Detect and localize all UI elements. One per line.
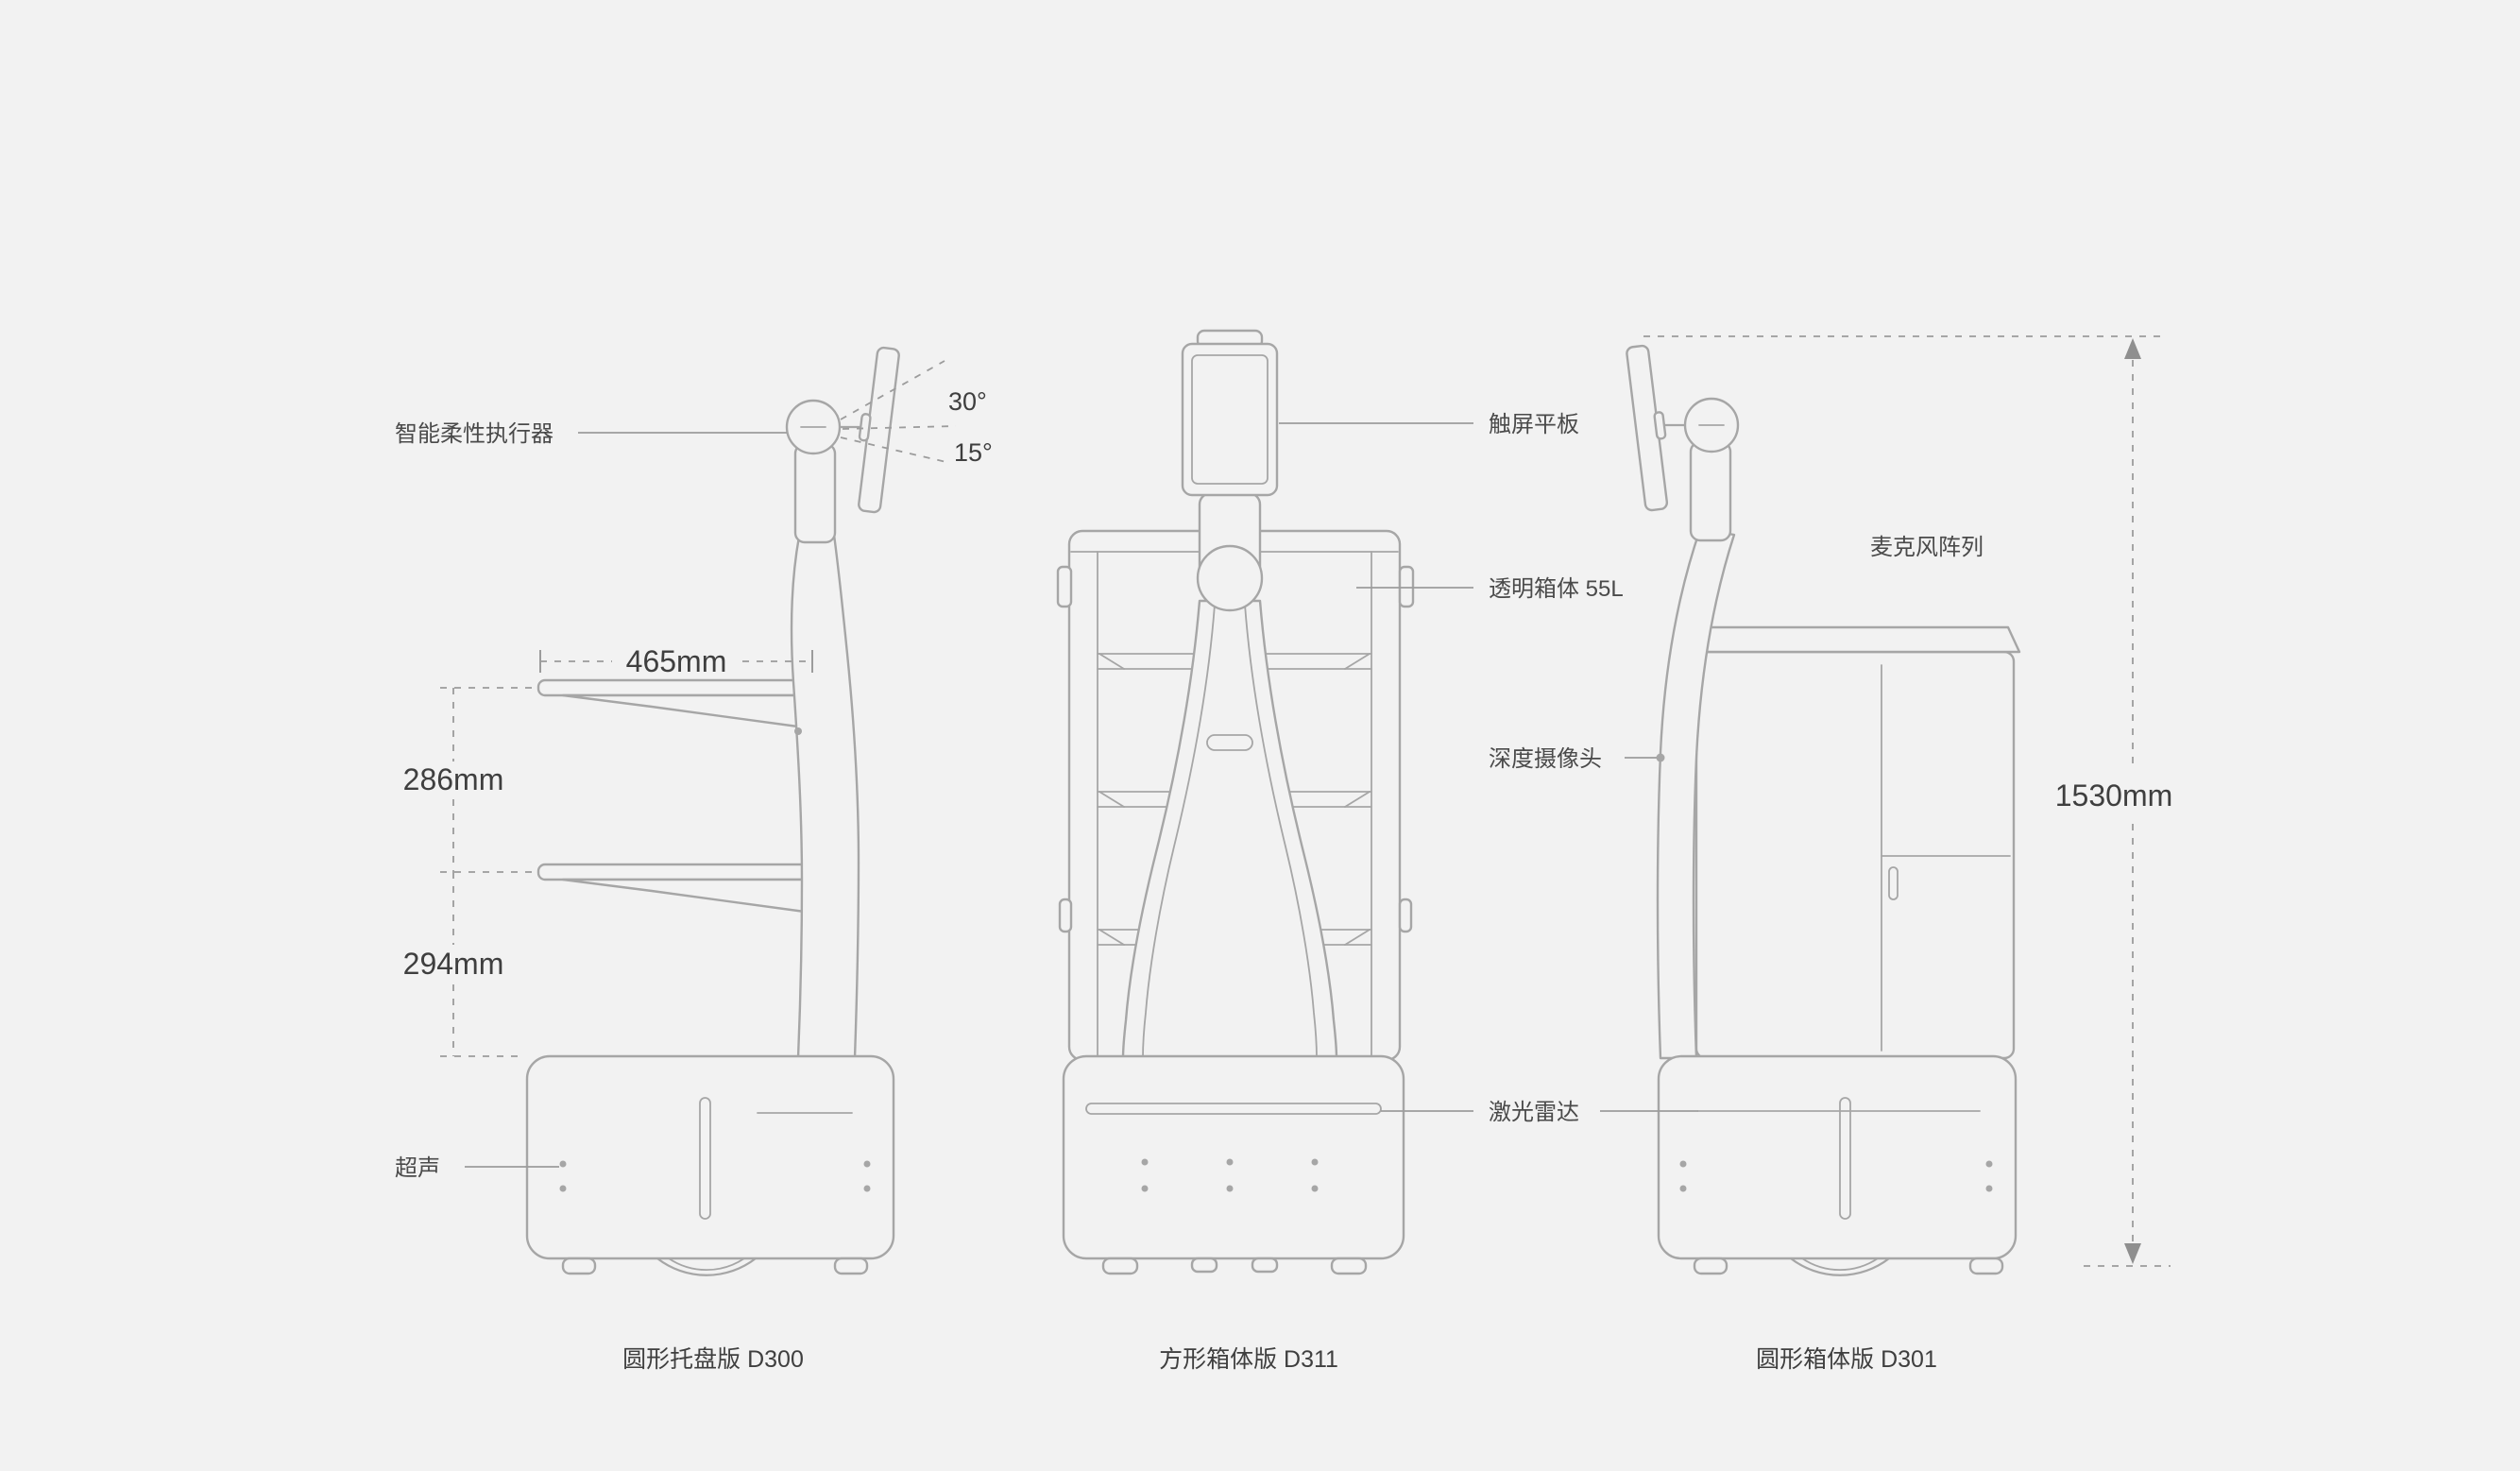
ultrasonic-sensor-dot [863,1185,871,1192]
neck-joint [1196,544,1264,612]
arrow-down [2124,1243,2141,1264]
cabinet-tab [1398,565,1415,608]
label-width-465: 465mm [626,644,727,678]
drive-wheel [656,1257,758,1276]
cabinet-tab [1058,898,1073,933]
tray-lower [536,863,816,914]
label-angle-30: 30° [948,387,987,416]
dimension-annotations [440,335,2171,1267]
robot-d301-drawing [1626,344,2021,1276]
cabinet-tab [1056,565,1073,608]
ultrasonic-sensor-dot [559,1160,567,1168]
cabinet [1677,625,2021,1060]
label-transparent-box: 透明箱体 55L [1489,576,1624,602]
caption-d300: 圆形托盘版 D300 [622,1346,804,1373]
base-housing [1657,1054,2018,1276]
support-column [790,533,860,1060]
caster-wheel [1101,1257,1139,1275]
caption-d311: 方形箱体版 D311 [1159,1346,1338,1373]
base-housing [525,1054,895,1276]
leader-lines [465,422,1698,1168]
ultrasonic-sensor-dot [1226,1185,1234,1192]
label-height-1530: 1530mm [2055,778,2173,812]
label-angle-15: 15° [954,438,993,467]
label-depth-camera: 深度摄像头 [1489,746,1602,772]
arrow-up [2124,338,2141,359]
head-pole [1689,440,1732,542]
ultrasonic-sensor-dot [863,1160,871,1168]
caster-wheel [1968,1257,2004,1275]
label-mic-array: 麦克风阵列 [1870,535,1984,560]
caster-wheel [1330,1257,1368,1275]
screen-panel [1626,344,1669,512]
caster-wheel [1693,1257,1728,1275]
head-pole [793,442,837,544]
caster-wheel [833,1257,869,1275]
base-seam [1839,1097,1851,1220]
base-housing [1062,1054,1405,1275]
tablet [1181,329,1279,497]
ultrasonic-sensor-dot [1226,1158,1234,1166]
ultrasonic-sensor-dot [1311,1158,1319,1166]
label-touch-tablet: 触屏平板 [1489,412,1579,437]
ultrasonic-sensor-dot [1141,1185,1149,1192]
cabinet-handle [1888,866,1899,900]
cabinet-tab [1398,898,1413,933]
caster-wheel [561,1257,597,1275]
label-ultrasonic: 超声 [395,1155,440,1181]
depth-camera-dot [1656,753,1665,762]
ultrasonic-sensor-dot [1679,1185,1687,1192]
caption-d301: 圆形箱体版 D301 [1756,1346,1937,1373]
label-lidar: 激光雷达 [1489,1100,1579,1125]
text-labels: 智能柔性执行器 30° 15° 465mm 286mm 294mm 超声 触屏平… [395,387,2172,1373]
label-actuator: 智能柔性执行器 [395,421,553,447]
caster-wheel [1190,1257,1218,1274]
ultrasonic-sensor-dot [559,1185,567,1192]
ultrasonic-sensor-dot [1679,1160,1687,1168]
cabinet-top-slab [1677,625,2021,654]
tilt-angle-fan [840,360,957,464]
ultrasonic-sensor-dot [1985,1185,1993,1192]
ultrasonic-sensor-dot [1311,1185,1319,1192]
caster-wheel [1251,1257,1279,1274]
body-handle [1206,734,1253,751]
label-gap-286: 286mm [403,762,504,796]
depth-camera-dot-left [794,727,802,735]
tray-upper [536,678,816,729]
drive-wheel-inner [668,1257,745,1272]
base-seam [699,1097,711,1220]
robot-d311-drawing [1056,329,1415,1275]
ultrasonic-sensor-dot [1985,1160,1993,1168]
support-column [1656,527,1736,1060]
drive-wheel-inner [1801,1257,1879,1272]
screen-panel [858,346,900,514]
label-gap-294: 294mm [403,947,504,981]
lidar-slot [1085,1103,1382,1115]
tablet-screen [1191,354,1269,485]
robot-d300-drawing [525,346,957,1276]
ultrasonic-sensor-dot [1141,1158,1149,1166]
drive-wheel [1789,1257,1891,1276]
